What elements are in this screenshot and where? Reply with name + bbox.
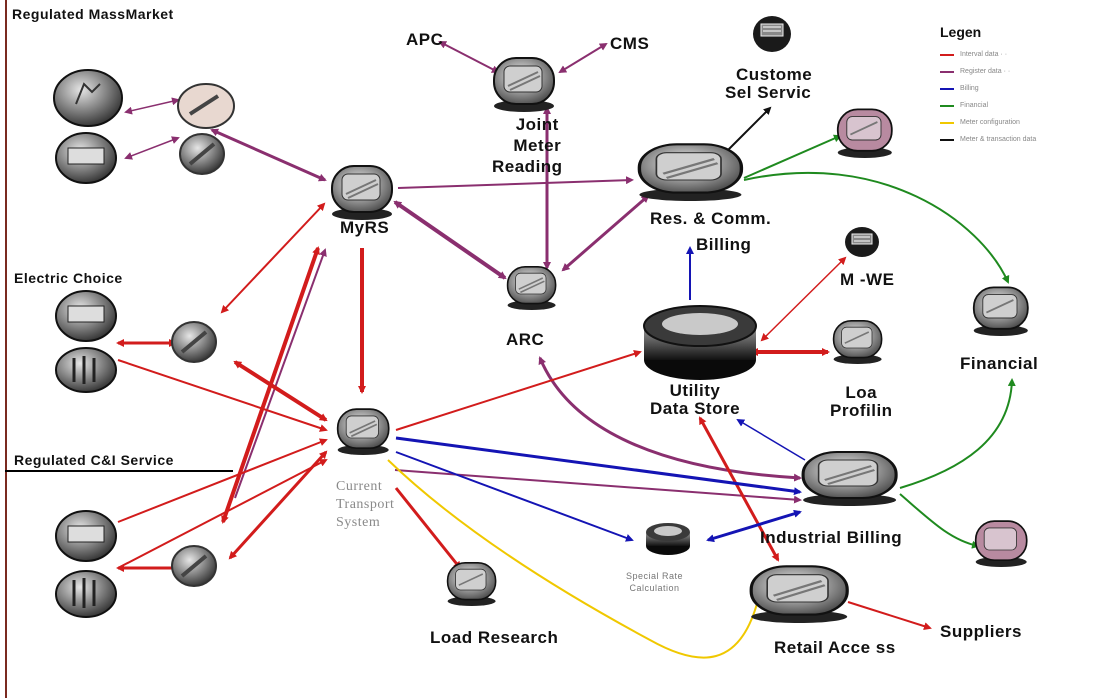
legend-swatch bbox=[940, 138, 954, 141]
section-label-ci-service: Regulated C&I Service bbox=[14, 452, 174, 468]
telephone-icon bbox=[753, 16, 791, 52]
node-label-industrial-billing: Industrial Billing bbox=[760, 528, 903, 547]
node-label-cms: CMS bbox=[610, 34, 650, 53]
node-label-apc: APC bbox=[406, 30, 444, 49]
electric-meter-icon bbox=[53, 69, 123, 127]
legend-title: Legen bbox=[940, 24, 982, 40]
node-label-financial: Financial bbox=[960, 354, 1039, 373]
handheld-reader-icon bbox=[171, 321, 217, 363]
computer-terminal-icon bbox=[972, 286, 1029, 336]
legend-item-label: Meter & transaction data bbox=[960, 136, 1037, 143]
section-divider-ci bbox=[5, 470, 233, 472]
data-store-drum-icon bbox=[643, 305, 757, 380]
telephone-icon bbox=[845, 227, 879, 257]
electric-meter-icon bbox=[55, 347, 117, 393]
legend-item-label: Meter configuration bbox=[960, 119, 1020, 126]
computer-terminal-icon bbox=[637, 143, 744, 201]
node-label-arc: ARC bbox=[506, 330, 545, 349]
node-label-myrs: MyRS bbox=[340, 218, 390, 237]
computer-terminal-icon bbox=[832, 320, 883, 364]
electric-meter-icon bbox=[55, 510, 117, 562]
node-label-load-profiling: Loa Profilin bbox=[830, 383, 893, 420]
node-label-res-comm-billing: Res. & Comm. Billing bbox=[650, 209, 772, 254]
node-label-utility-data-store: Utility Data Store bbox=[650, 381, 741, 418]
legend-swatch bbox=[940, 70, 954, 73]
computer-terminal-icon bbox=[336, 408, 390, 455]
computer-terminal-icon bbox=[446, 562, 497, 606]
node-label-joint-meter-reading: Joint Meter Reading bbox=[492, 115, 563, 176]
section-label-mass-market: Regulated MassMarket bbox=[12, 6, 174, 22]
electric-meter-icon bbox=[55, 132, 117, 184]
handheld-reader-icon bbox=[171, 545, 217, 587]
legend-item-label: Register data · · bbox=[960, 68, 1011, 75]
computer-terminal-icon bbox=[506, 266, 557, 310]
legend-item: Meter configuration bbox=[940, 114, 1105, 131]
node-label-m-we: M -WE bbox=[840, 270, 895, 289]
section-label-electric-choice: Electric Choice bbox=[14, 270, 123, 286]
legend-item-label: Financial bbox=[960, 102, 989, 109]
computer-terminal-icon bbox=[493, 57, 555, 112]
computer-terminal-icon bbox=[331, 165, 393, 220]
electric-meter-icon bbox=[55, 570, 117, 618]
legend-swatch bbox=[940, 87, 954, 90]
legend-swatch bbox=[940, 53, 954, 56]
legend-item: Billing bbox=[940, 80, 1105, 97]
computer-terminal-icon bbox=[974, 520, 1028, 567]
computer-terminal-icon bbox=[801, 451, 898, 506]
electric-meter-icon bbox=[55, 290, 117, 342]
legend-item: Interval data · · bbox=[940, 46, 1105, 63]
node-label-retail-access: Retail Acce ss bbox=[774, 638, 896, 657]
left-border-rule bbox=[5, 0, 7, 698]
legend-item: Meter & transaction data bbox=[940, 131, 1105, 148]
handheld-reader-icon bbox=[179, 133, 225, 175]
legend-swatch bbox=[940, 121, 954, 124]
legend: Legen Interval data · · Register data · ·… bbox=[940, 24, 1105, 148]
node-label-special-rate-calculation: Special Rate Calculation bbox=[626, 571, 684, 593]
legend-item: Register data · · bbox=[940, 63, 1105, 80]
node-label-current-transport-system: Current Transport System bbox=[336, 479, 395, 530]
legend-item-label: Interval data · · bbox=[960, 51, 1008, 58]
legend-item-label: Billing bbox=[960, 85, 979, 92]
computer-terminal-icon bbox=[749, 565, 849, 623]
data-store-drum-icon bbox=[646, 523, 690, 555]
node-label-load-research: Load Research bbox=[430, 628, 559, 647]
legend-item: Financial bbox=[940, 97, 1105, 114]
legend-swatch bbox=[940, 104, 954, 107]
node-label-suppliers: Suppliers bbox=[940, 622, 1022, 641]
handheld-reader-icon bbox=[177, 83, 235, 129]
computer-terminal-icon bbox=[836, 108, 893, 158]
node-label-customer-self-service: Custome Sel Servic bbox=[724, 65, 813, 102]
